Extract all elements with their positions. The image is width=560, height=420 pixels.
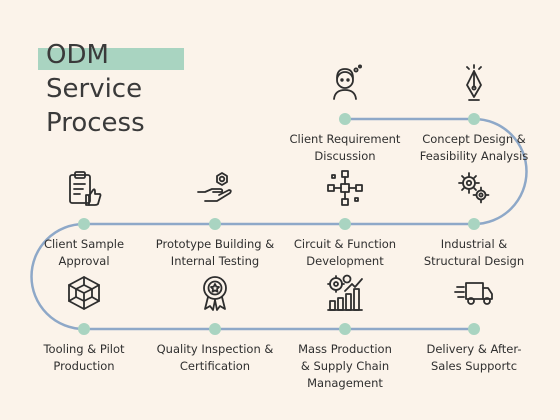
clipboard-thumbs-up-icon <box>64 168 104 208</box>
thinking-person-icon <box>325 63 365 103</box>
gears-icon <box>454 168 494 208</box>
step-label: Client Sample Approval <box>43 237 125 268</box>
hand-bolt-icon <box>195 168 235 208</box>
step-node <box>78 323 90 335</box>
step-label: Tooling & Pilot Production <box>43 342 125 373</box>
step-label: Delivery & After- Sales Supportc <box>426 342 522 373</box>
step-node <box>339 113 351 125</box>
step-node <box>468 323 480 335</box>
step-label: Prototype Building & Internal Testing <box>155 237 275 268</box>
step-label: Circuit & Function Development <box>293 237 397 268</box>
step-node <box>339 218 351 230</box>
path-line <box>30 117 528 331</box>
step-node <box>209 323 221 335</box>
delivery-truck-icon <box>454 273 494 313</box>
title-highlight <box>38 48 184 70</box>
production-chart-icon <box>325 273 365 313</box>
step-label: Concept Design & Feasibility Analysis <box>419 132 529 163</box>
step-label: Mass Production & Supply Chain Managemen… <box>298 342 392 390</box>
step-node <box>78 218 90 230</box>
pen-nib-icon <box>454 63 494 103</box>
step-node <box>468 113 480 125</box>
step-label: Industrial & Structural Design <box>423 237 525 268</box>
step-label: Client Requirement Discussion <box>289 132 401 163</box>
step-node <box>339 323 351 335</box>
cube-box-icon <box>64 273 104 313</box>
step-node <box>468 218 480 230</box>
award-badge-icon <box>195 273 235 313</box>
circuit-icon <box>325 168 365 208</box>
step-node <box>209 218 221 230</box>
page-title: ODM Service Process <box>46 40 145 138</box>
step-label: Quality Inspection & Certification <box>156 342 274 373</box>
